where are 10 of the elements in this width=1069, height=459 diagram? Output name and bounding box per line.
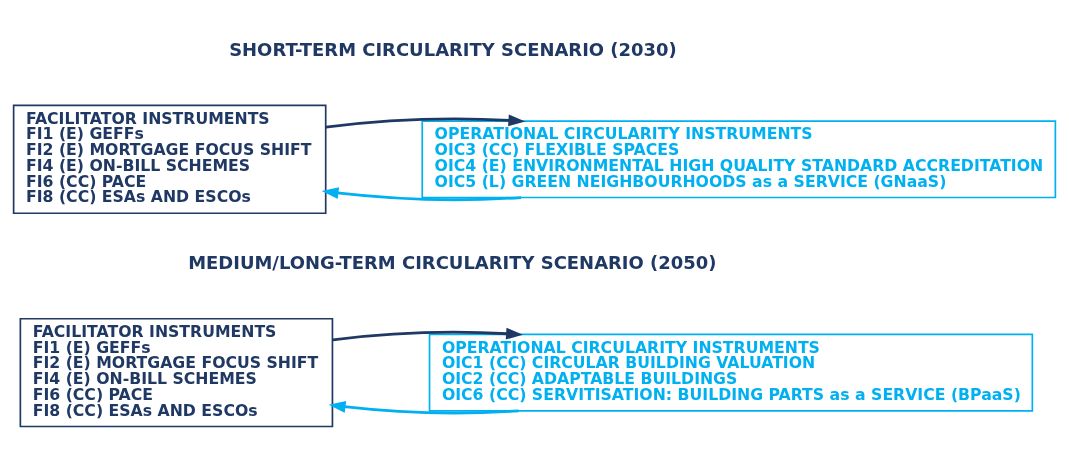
node-box: FACILITATOR INSTRUMENTS FI1 (E) GEFFs FI2 (E) MORTGAGE FOCUS SHIFT FI4 (E) ON-BILL SCHEMES FI6 (CC) PACE FI8 (CC) ESAs AND ESCOs [12, 104, 327, 215]
arrow [325, 114, 526, 129]
arrow [321, 187, 522, 202]
node-box: OPERATIONAL CIRCULARITY INSTRUMENTS OIC3 (CC) FLEXIBLE SPACES OIC4 (E) ENVIRONMENTAL HIGH QUALITY STANDARD ACCREDITATION OIC5 (L) GREEN NEIGHBOURHOODS as a SERVICE (GNaaS) [421, 120, 1057, 199]
arrow [332, 327, 523, 342]
node-box: OPERATIONAL CIRCULARITY INSTRUMENTS OIC1 (CC) CIRCULAR BUILDING VALUATION OIC2 (CC) ADAPTABLE BUILDINGS OIC6 (CC) SERVITISATION: BUILDING PARTS as a SERVICE (BPaaS) [428, 333, 1034, 412]
label: SHORT-TERM CIRCULARITY SCENARIO (2030) [229, 38, 677, 60]
label: MEDIUM/LONG-TERM CIRCULARITY SCENARIO (2050) [188, 252, 717, 274]
node-box: FACILITATOR INSTRUMENTS FI1 (E) GEFFs FI2 (E) MORTGAGE FOCUS SHIFT FI4 (E) ON-BILL SCHEMES FI6 (CC) PACE FI8 (CC) ESAs AND ESCOs [19, 317, 334, 428]
arrow [328, 401, 519, 415]
